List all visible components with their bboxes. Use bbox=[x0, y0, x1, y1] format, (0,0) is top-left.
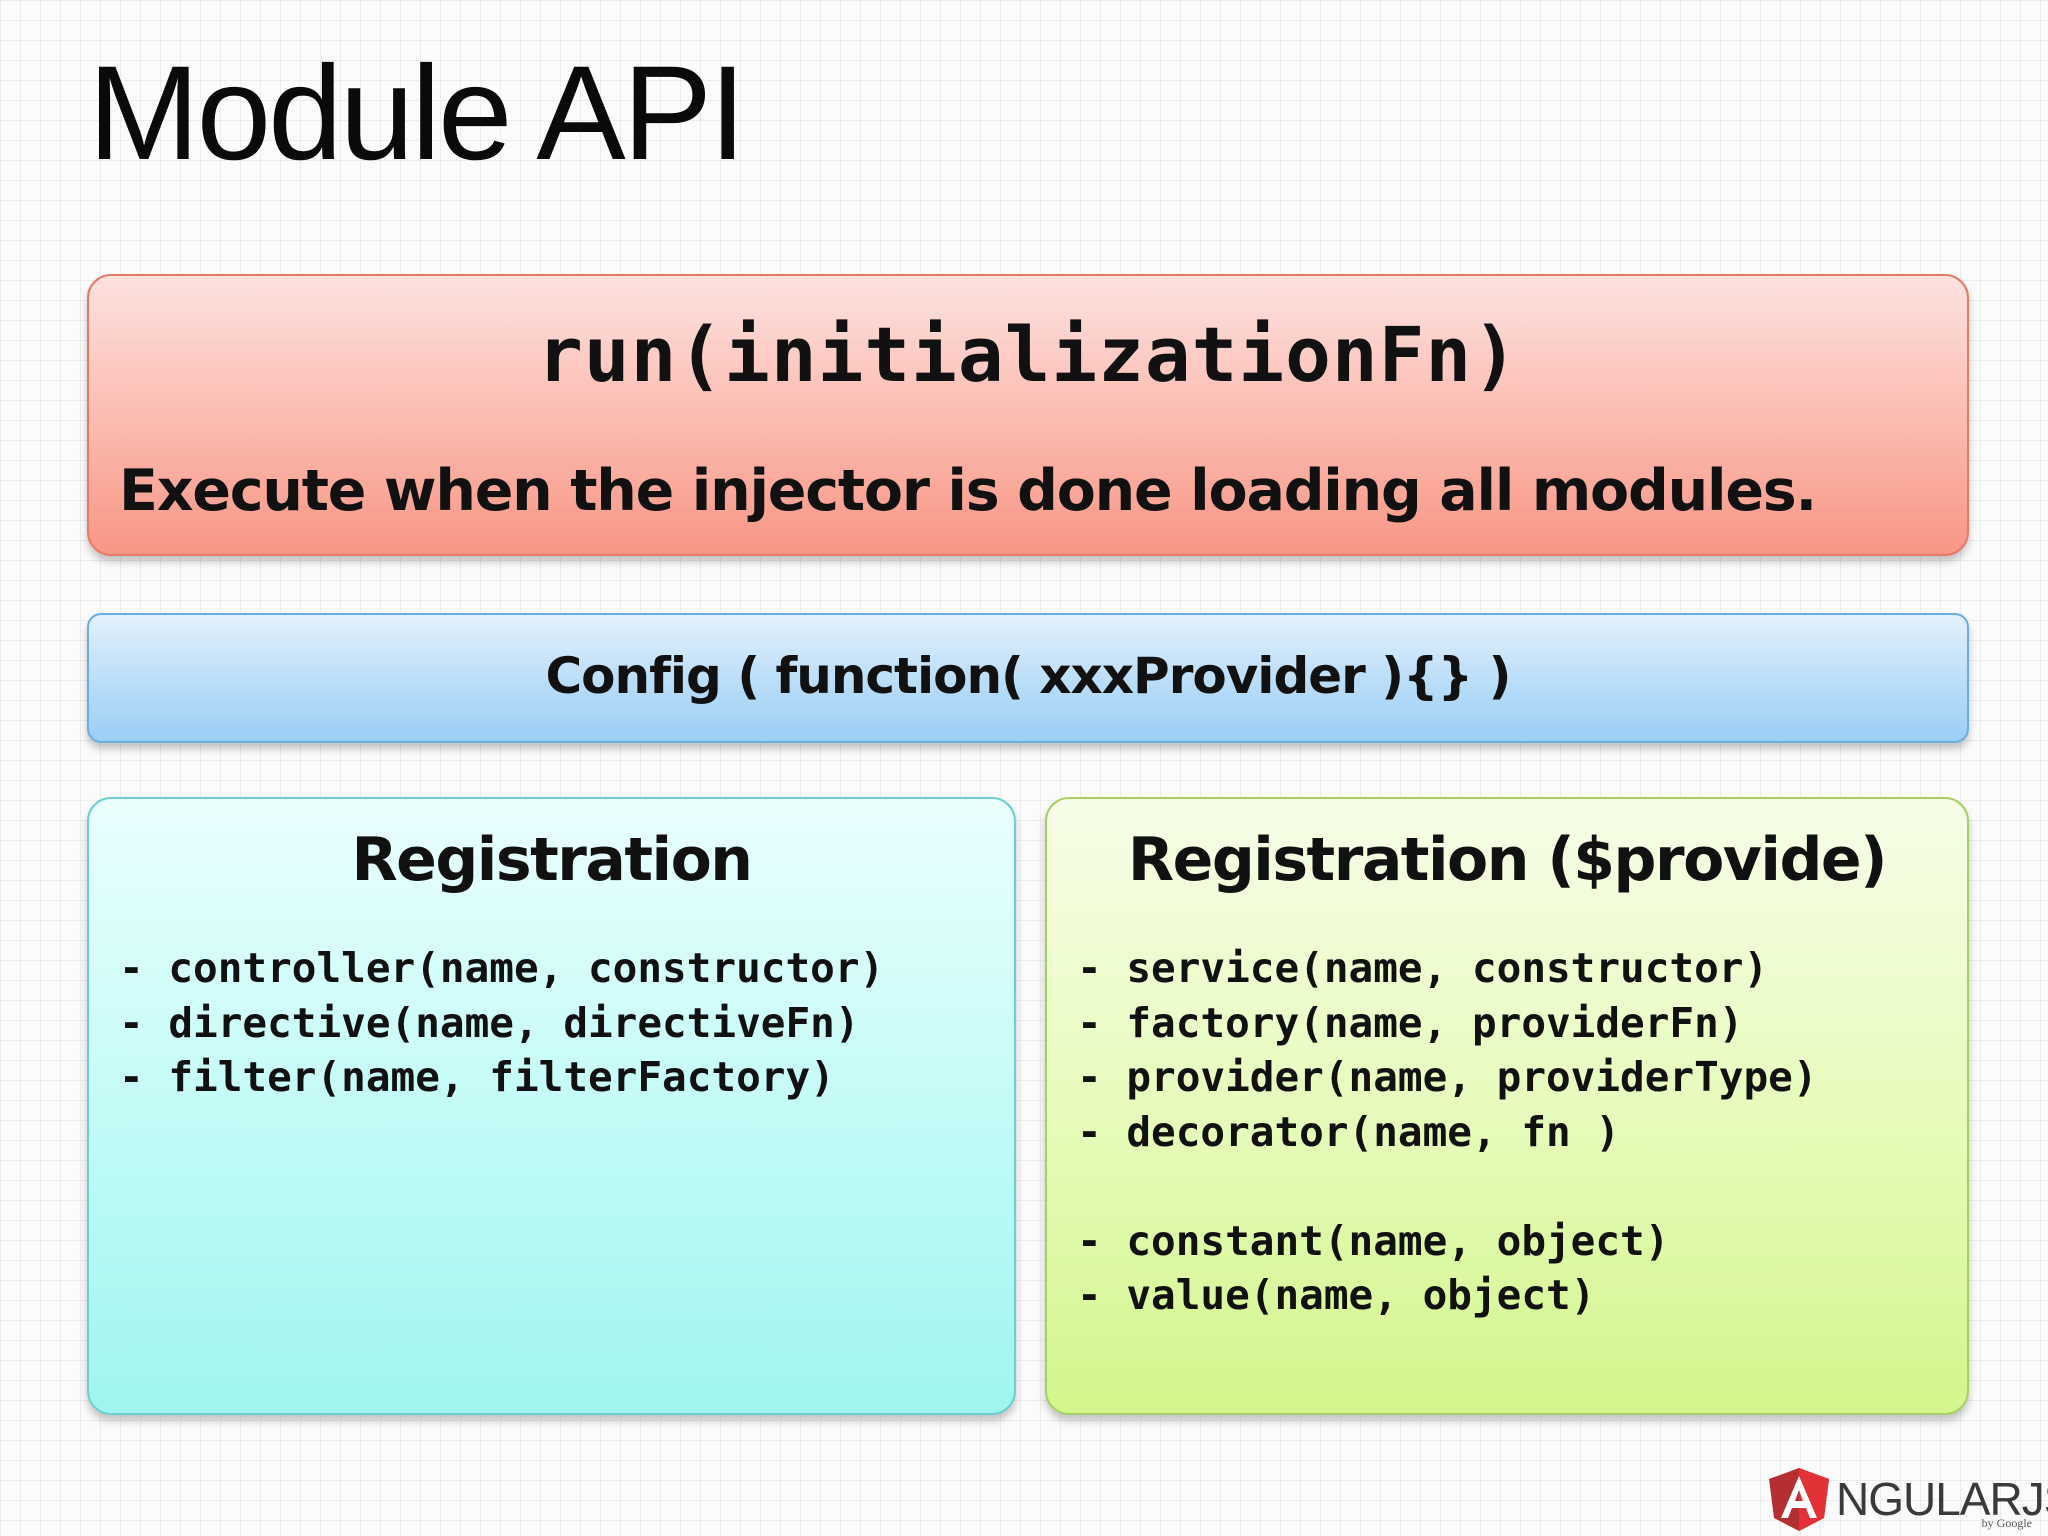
registration-method-list: - controller(name, constructor) - direct… bbox=[119, 941, 884, 1105]
angularjs-logo: NGULARJS by Google bbox=[1766, 1466, 2048, 1532]
config-signature: Config ( function( xxxProvider ){} ) bbox=[545, 647, 1511, 705]
list-item: - constant(name, object) bbox=[1077, 1216, 1670, 1265]
list-item: - filter(name, filterFactory) bbox=[119, 1053, 835, 1101]
slide-title: Module API bbox=[88, 39, 746, 188]
list-item: - directive(name, directiveFn) bbox=[119, 998, 860, 1047]
list-item: - factory(name, providerFn) bbox=[1077, 998, 1744, 1047]
registration-provide-block: Registration ($provide) - service(name, … bbox=[1045, 797, 1969, 1415]
logo-wordmark: NGULARJS bbox=[1836, 1473, 2048, 1525]
list-item: - provider(name, providerType) bbox=[1077, 1053, 1818, 1101]
logo-byline: by Google bbox=[1981, 1516, 2032, 1530]
list-item: - value(name, object) bbox=[1077, 1271, 1596, 1319]
list-item: - decorator(name, fn ) bbox=[1077, 1107, 1621, 1156]
provide-method-list: - service(name, constructor) - factory(n… bbox=[1077, 941, 1818, 1323]
config-block: Config ( function( xxxProvider ){} ) bbox=[87, 613, 1969, 743]
run-block: run(initializationFn) Execute when the i… bbox=[87, 274, 1969, 556]
angularjs-shield-icon bbox=[1769, 1468, 1829, 1531]
run-signature: run(initializationFn) bbox=[537, 310, 1519, 399]
registration-block: Registration - controller(name, construc… bbox=[87, 797, 1016, 1415]
list-item: - service(name, constructor) bbox=[1077, 944, 1769, 992]
registration-heading: Registration bbox=[351, 825, 753, 895]
registration-provide-heading: Registration ($provide) bbox=[1127, 825, 1888, 895]
list-item: - controller(name, constructor) bbox=[119, 944, 885, 992]
run-description: Execute when the injector is done loadin… bbox=[119, 458, 1817, 524]
